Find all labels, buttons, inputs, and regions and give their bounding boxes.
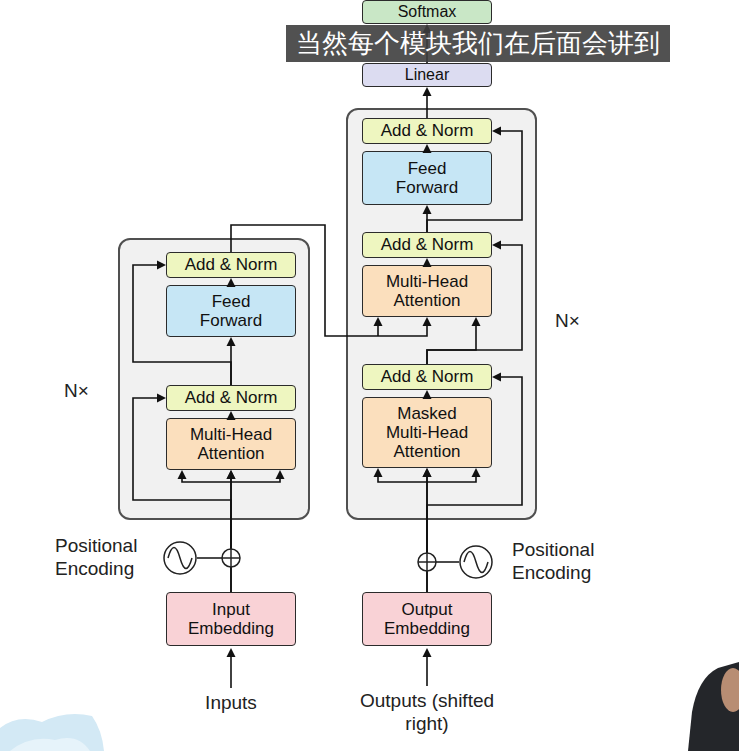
input-arrow (230, 657, 232, 688)
background-blob (0, 714, 104, 751)
presenter-figure (721, 668, 739, 712)
box-label: Multi-Head Attention (181, 425, 281, 463)
add-norm-box: Add & Norm (362, 232, 492, 258)
decoder-block: N×Add & NormFeed ForwardAdd & NormMulti-… (346, 108, 537, 520)
box-label: Softmax (398, 3, 457, 21)
box-label: Add & Norm (185, 255, 278, 274)
encoding-label: Positional Encoding (55, 535, 150, 581)
input-arrow (426, 657, 428, 686)
feed-forward-box: Feed Forward (166, 285, 296, 337)
box-label: Linear (405, 66, 449, 84)
add-norm-box: Add & Norm (166, 385, 296, 411)
positional-encoding: Positional Encoding (459, 545, 493, 579)
box-label: Add & Norm (381, 121, 474, 140)
positional-encoding: Positional Encoding (163, 541, 197, 575)
subtitle: 当然每个模块我们在后面会讲到 (286, 25, 670, 62)
box-label: Masked Multi-Head Attention (377, 404, 477, 461)
softmax-box: Softmax (362, 0, 492, 24)
background-blob (10, 738, 90, 751)
sum-symbol (418, 553, 436, 571)
box-label: Add & Norm (185, 388, 278, 407)
sine-symbol (163, 541, 197, 575)
feed-forward-box: Feed Forward (362, 151, 492, 205)
box-label: Input Embedding (181, 600, 281, 638)
attention-box: Multi-Head Attention (166, 418, 296, 470)
sine-symbol (459, 545, 493, 579)
input-arrow (227, 648, 236, 657)
input-arrow (423, 648, 432, 657)
embedding-box: Input Embedding (166, 592, 296, 646)
repeat-label: N× (64, 380, 89, 401)
add-norm-box: Add & Norm (362, 118, 492, 144)
box-label: Feed Forward (377, 159, 477, 197)
input-label: Inputs (171, 692, 291, 715)
box-label: Multi-Head Attention (377, 272, 477, 310)
box-label: Add & Norm (381, 235, 474, 254)
repeat-label: N× (555, 310, 580, 331)
input-label: Outputs (shifted right) (357, 690, 497, 736)
encoding-label: Positional Encoding (512, 539, 607, 585)
box-label: Feed Forward (181, 292, 281, 330)
attention-box: Masked Multi-Head Attention (362, 397, 492, 468)
linear-box: Linear (362, 63, 492, 87)
add-norm-box: Add & Norm (362, 364, 492, 390)
embedding-box: Output Embedding (362, 592, 492, 646)
add-norm-box: Add & Norm (166, 252, 296, 278)
attention-box: Multi-Head Attention (362, 265, 492, 317)
box-label: Add & Norm (381, 367, 474, 386)
box-label: Output Embedding (377, 600, 477, 638)
sum-symbol (222, 549, 240, 567)
